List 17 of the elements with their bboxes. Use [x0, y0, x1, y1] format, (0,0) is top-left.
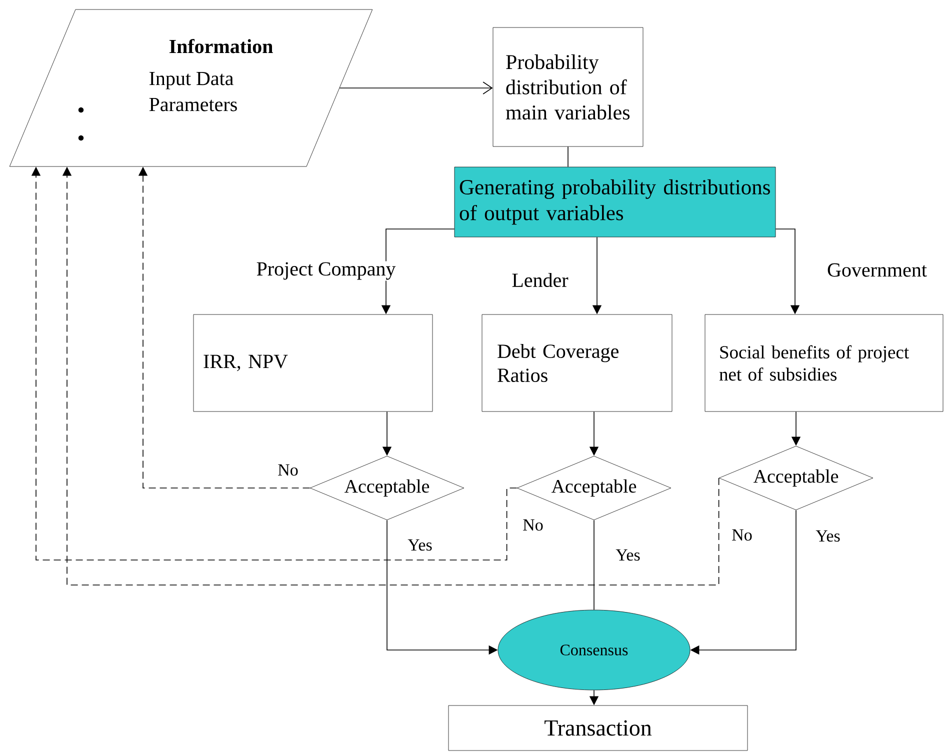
- edge-label: Yes: [614, 548, 642, 562]
- process-box: Generating probability distributions of output variables: [454, 166, 776, 238]
- edge-label: Government: [826, 262, 928, 278]
- arrow: [339, 82, 493, 94]
- process-box: Debt Coverage Ratios: [482, 314, 672, 412]
- input-parallelogram: Information Input Data Parameters: [9, 9, 373, 167]
- edge-label: No: [730, 528, 754, 542]
- edge-label: Lender: [510, 272, 570, 288]
- process-box: IRR, NPV: [193, 314, 433, 412]
- process-box: Social benefits of project net of subsidies: [704, 314, 944, 412]
- edge-label: Project Company: [255, 261, 397, 281]
- edge-label: No: [522, 518, 544, 532]
- process-box: Probability distribution of main variables: [492, 27, 644, 147]
- edge-label: Yes: [814, 529, 842, 543]
- process-box: Transaction: [448, 705, 748, 751]
- edge-label: Yes: [406, 538, 434, 552]
- edge-label: No: [276, 463, 300, 477]
